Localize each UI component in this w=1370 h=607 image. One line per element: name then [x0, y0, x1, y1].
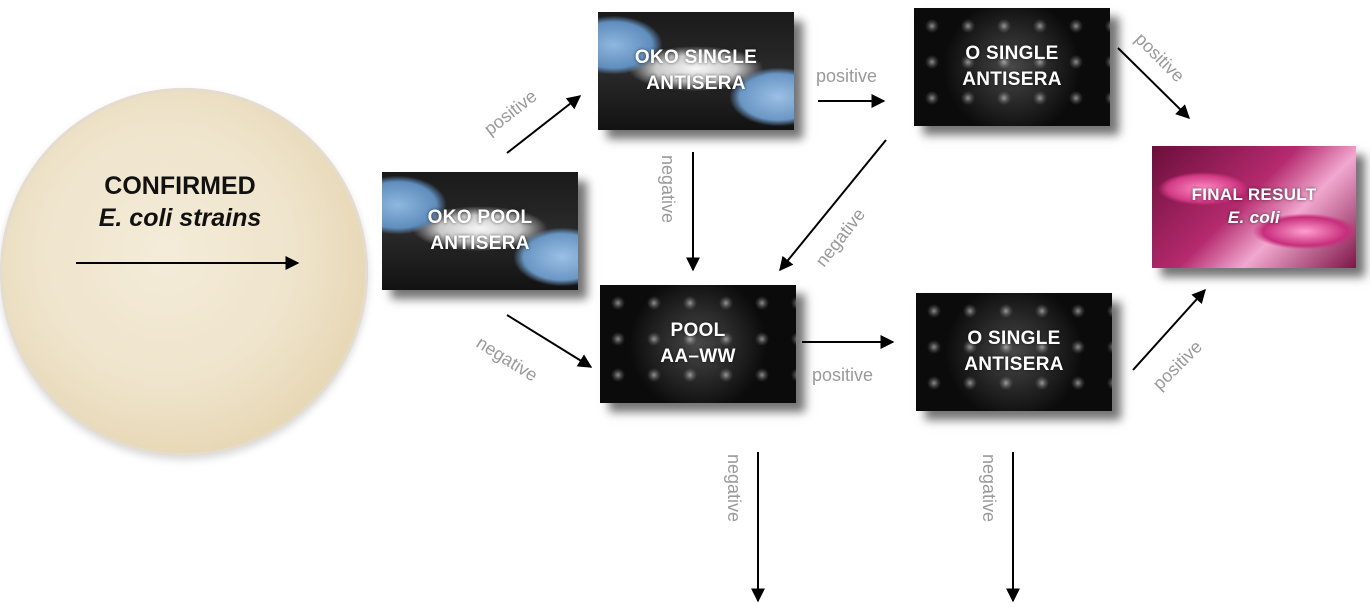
final-result-title: FINAL RESULT: [1191, 185, 1317, 205]
label-negative-3: negative: [811, 205, 869, 271]
label-negative-5: negative: [979, 454, 999, 522]
final-result-box: FINAL RESULT E. coli: [1152, 146, 1356, 268]
pool-aa-ww-box: POOL AA–WW: [600, 285, 796, 403]
o-single-antisera-top-box: O SINGLE ANTISERA: [914, 8, 1110, 126]
label-positive-5: positive: [1149, 337, 1206, 394]
label-positive-4: positive: [812, 365, 873, 385]
arrow-pool-to-oko-single: [506, 95, 582, 154]
oko-single-line-2: ANTISERA: [646, 73, 746, 94]
final-result-subtitle: E. coli: [1227, 208, 1281, 227]
start-title: CONFIRMED: [104, 172, 256, 200]
arrow-o-single-to-final: [1117, 47, 1190, 119]
pool-line-2: AA–WW: [660, 346, 736, 367]
oko-pool-line-1: OKO POOL: [427, 207, 533, 229]
start-label: CONFIRMED E. coli strains: [60, 170, 300, 234]
arrow-o-single-to-aaww: [779, 139, 887, 272]
label-positive-3: positive: [1131, 29, 1188, 86]
oko-single-antisera-box: OKO SINGLE ANTISERA: [598, 12, 794, 130]
oko-pool-antisera-box: OKO POOL ANTISERA: [382, 172, 578, 290]
pool-line-1: POOL: [670, 320, 726, 342]
oko-pool-line-2: ANTISERA: [430, 233, 530, 254]
o-single-top-line-1: O SINGLE: [965, 43, 1059, 65]
arrow-o-single-bottom-to-final: [1132, 288, 1206, 371]
label-negative-2: negative: [658, 155, 678, 223]
o-single-antisera-bottom-box: O SINGLE ANTISERA: [916, 293, 1112, 411]
label-negative-4: negative: [724, 454, 744, 522]
petri-dish-image: [0, 88, 368, 456]
label-positive-1: positive: [480, 86, 540, 139]
start-subtitle: E. coli strains: [98, 204, 262, 232]
o-single-bottom-line-1: O SINGLE: [967, 328, 1061, 350]
o-single-top-line-2: ANTISERA: [962, 69, 1062, 90]
label-negative-1: negative: [473, 332, 541, 385]
label-positive-2: positive: [816, 66, 877, 86]
oko-single-line-1: OKO SINGLE: [634, 47, 758, 69]
arrow-pool-to-aaww: [506, 314, 593, 368]
o-single-bottom-line-2: ANTISERA: [964, 354, 1064, 375]
